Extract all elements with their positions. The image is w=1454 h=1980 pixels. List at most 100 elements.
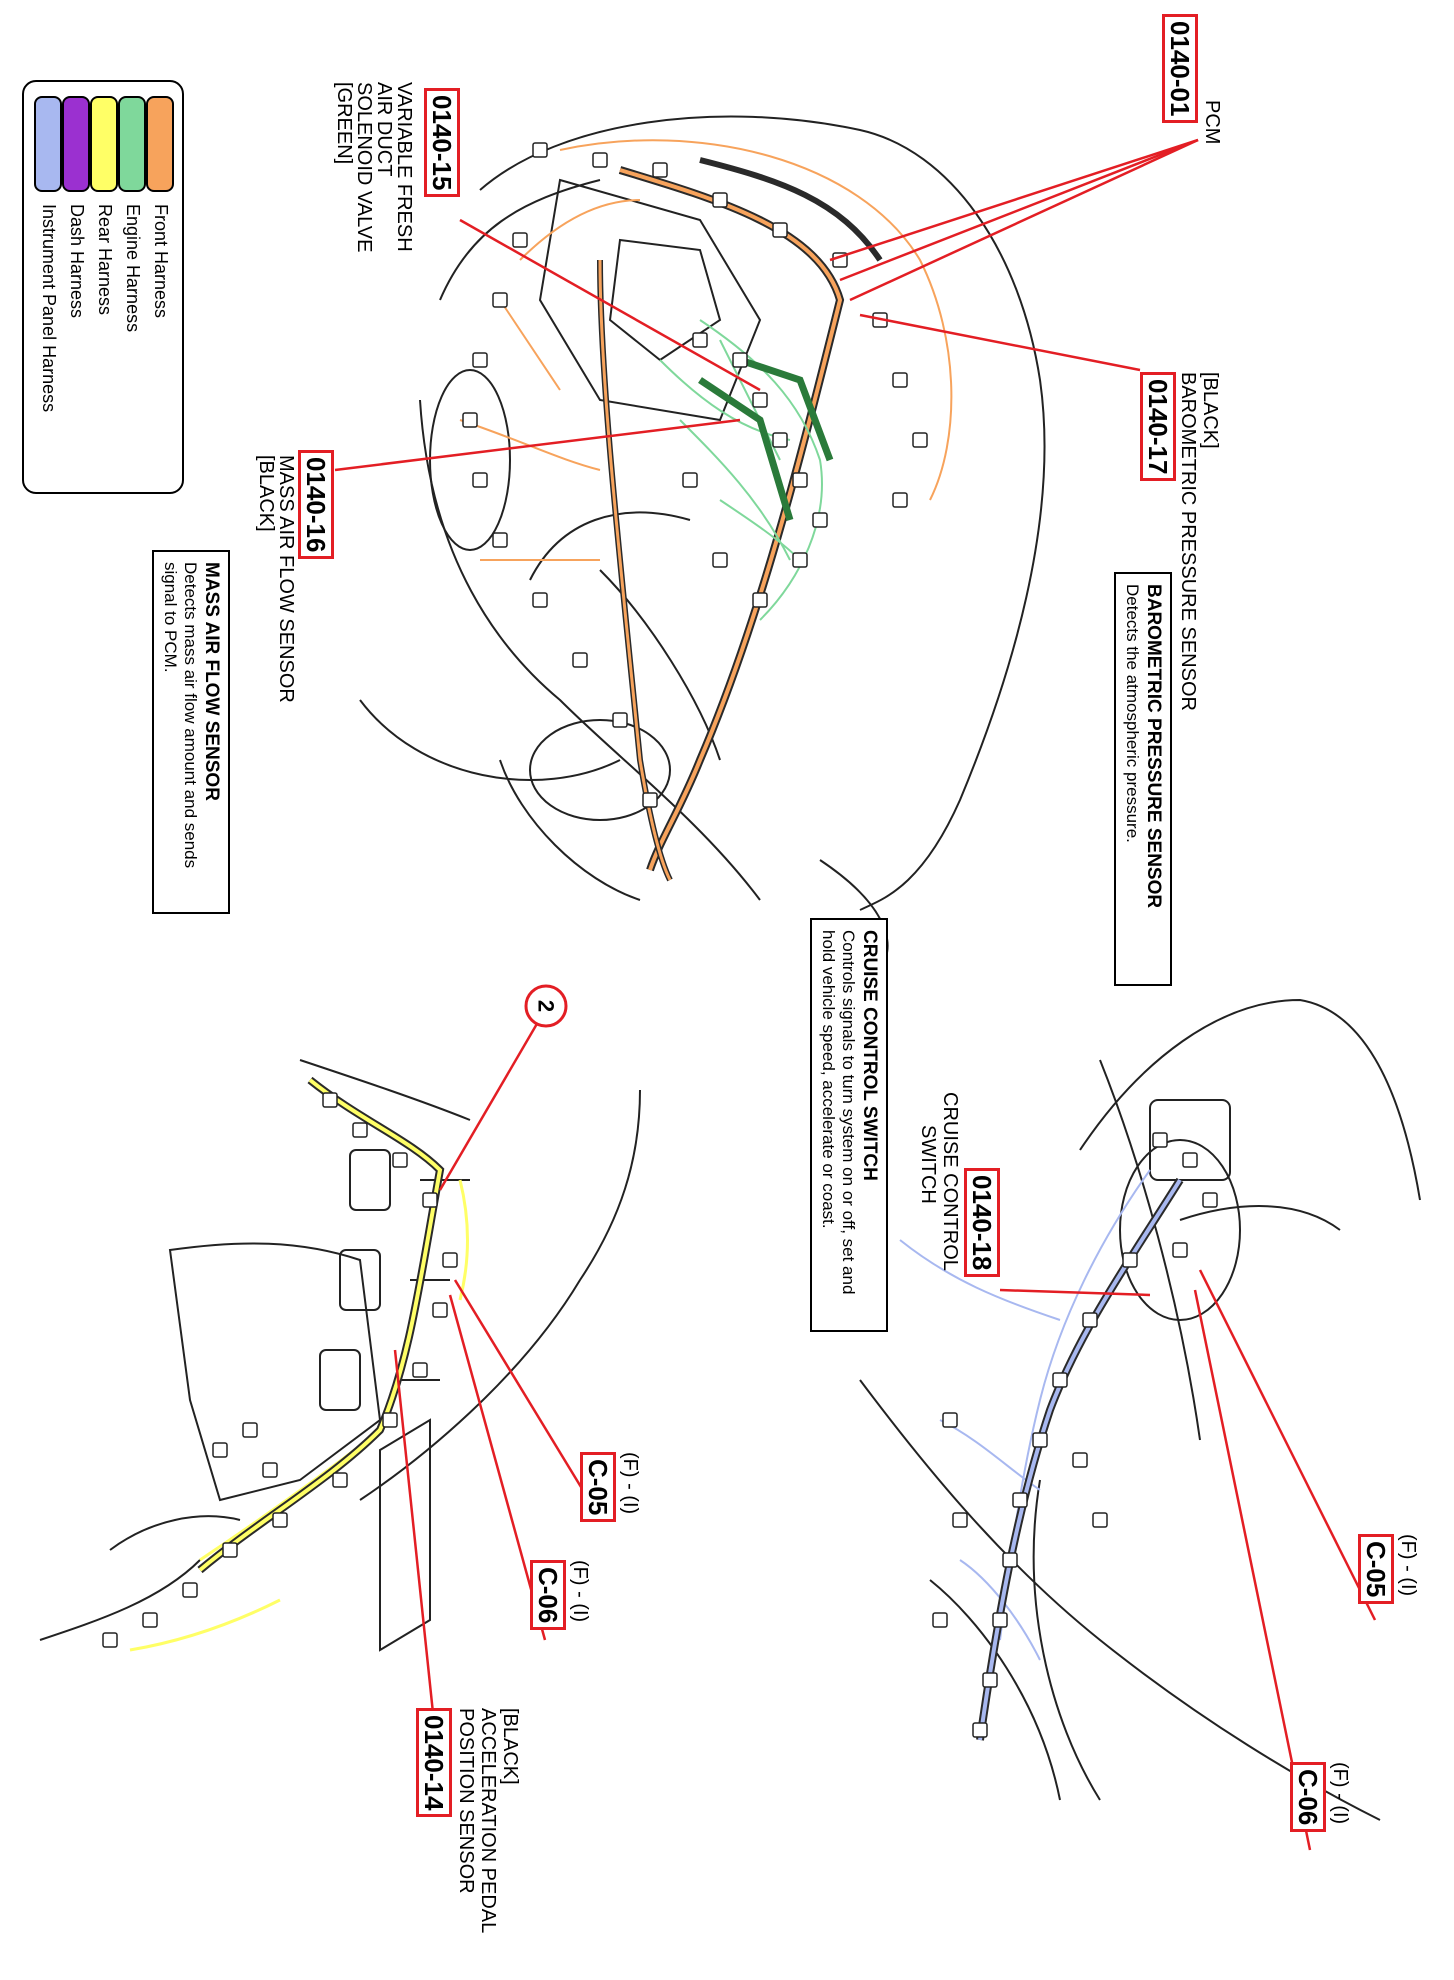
connector-marker — [1012, 1492, 1028, 1508]
connector-marker — [732, 352, 748, 368]
connector-marker — [642, 792, 658, 808]
c05-left-tag: (F) - (I) — [619, 1452, 641, 1515]
connector-markers — [102, 142, 1218, 1738]
maf-info-box: MASS AIR FLOW SENSOR Detects mass air fl… — [152, 550, 230, 914]
cruise-info-box: CRUISE CONTROL SWITCH Controls signals t… — [810, 918, 888, 1332]
connector-marker — [352, 1122, 368, 1138]
vfad-label-line2: AIR DUCT — [373, 82, 395, 177]
baro-info-box: BAROMETRIC PRESSURE SENSOR Detects the a… — [1114, 572, 1172, 986]
connector-marker — [472, 352, 488, 368]
connector-marker — [772, 432, 788, 448]
connector-marker — [472, 472, 488, 488]
pcm-label: PCM — [1201, 100, 1223, 145]
connector-marker — [512, 232, 528, 248]
c05-left-code: C-05 — [580, 1452, 616, 1523]
connector-marker — [712, 552, 728, 568]
front-harness-trunk — [597, 157, 883, 882]
connector-marker — [912, 432, 928, 448]
connector-marker — [972, 1722, 988, 1738]
app-label-line2: ACCELERATION PEDAL — [477, 1708, 499, 1934]
c06-left-code: C-06 — [530, 1560, 566, 1631]
connector-marker — [102, 1632, 118, 1648]
connector-marker — [1072, 1452, 1088, 1468]
legend-label-ip: Instrument Panel Harness — [39, 204, 59, 413]
baro-info-body: Detects the atmospheric pressure. — [1123, 584, 1142, 843]
front-harness — [459, 139, 953, 561]
connector-marker — [792, 552, 808, 568]
maf-label-line1: MASS AIR FLOW SENSOR — [275, 455, 297, 703]
connector-marker — [422, 1192, 438, 1208]
baro-code-0140-17: 0140-17 — [1140, 372, 1176, 482]
connector-marker — [442, 1252, 458, 1268]
legend-swatch-engine — [118, 96, 146, 192]
connector-marker — [1032, 1432, 1048, 1448]
connector-marker — [1082, 1312, 1098, 1328]
connector-marker — [712, 192, 728, 208]
connector-marker — [182, 1582, 198, 1598]
connector-marker — [652, 162, 668, 178]
vfad-label-line1: VARIABLE FRESH — [393, 82, 415, 252]
harness-legend: Front Harness Engine Harness Rear Harnes… — [22, 80, 184, 494]
connector-marker — [532, 592, 548, 608]
connector-marker — [412, 1362, 428, 1378]
app-label-line3: POSITION SENSOR — [455, 1708, 477, 1894]
connector-marker — [142, 1612, 158, 1628]
maf-code-0140-16: 0140-16 — [298, 450, 334, 560]
connector-marker — [392, 1152, 408, 1168]
connector-marker — [222, 1542, 238, 1558]
legend-label-engine: Engine Harness — [123, 204, 143, 333]
connector-marker — [892, 372, 908, 388]
legend-label-dash: Dash Harness — [67, 204, 87, 319]
connector-marker — [792, 472, 808, 488]
connector-marker — [1002, 1552, 1018, 1568]
legend-swatch-ip — [34, 96, 62, 192]
engine-harness-trunk — [698, 356, 834, 522]
connector-marker — [242, 1422, 258, 1438]
connector-marker — [1172, 1242, 1188, 1258]
connector-marker — [1052, 1372, 1068, 1388]
legend-swatch-dash — [62, 96, 90, 192]
connector-marker — [1122, 1252, 1138, 1268]
connector-marker — [322, 1092, 338, 1108]
maf-label-line2: [BLACK] — [255, 455, 277, 532]
maf-info-title: MASS AIR FLOW SENSOR — [201, 562, 222, 801]
connector-marker — [492, 292, 508, 308]
connector-marker — [1152, 1132, 1168, 1148]
connector-marker — [332, 1472, 348, 1488]
legend-label-rear: Rear Harness — [95, 204, 115, 316]
connector-marker — [812, 512, 828, 528]
connector-marker — [572, 652, 588, 668]
reference-circle-2: 2 — [524, 984, 568, 1028]
connector-marker — [772, 222, 788, 238]
connector-marker — [692, 332, 708, 348]
baro-name-label: BAROMETRIC PRESSURE SENSOR — [1177, 372, 1199, 711]
connector-marker — [592, 152, 608, 168]
vfad-code-0140-15: 0140-15 — [424, 88, 460, 198]
baro-color-label: [BLACK] — [1199, 372, 1221, 449]
legend-swatch-front — [146, 96, 174, 192]
baro-info-title: BAROMETRIC PRESSURE SENSOR — [1143, 584, 1164, 909]
connector-marker — [212, 1442, 228, 1458]
vfad-label-line3: SOLENOID VALVE — [353, 82, 375, 253]
connector-marker — [462, 412, 478, 428]
connector-marker — [382, 1412, 398, 1428]
connector-marker — [1182, 1152, 1198, 1168]
pcm-code-0140-01: 0140-01 — [1162, 14, 1198, 124]
connector-marker — [682, 472, 698, 488]
cruise-info-body: Controls signals to turn system on or of… — [819, 930, 858, 1295]
pedal-area-outline — [39, 1059, 641, 1652]
cruise-info-title: CRUISE CONTROL SWITCH — [859, 930, 880, 1181]
connector-marker — [992, 1612, 1008, 1628]
connector-marker — [932, 1612, 948, 1628]
cruise-label-line2: SWITCH — [917, 1125, 939, 1204]
cruise-label-line1: CRUISE CONTROL — [939, 1092, 961, 1271]
circle-2-text: 2 — [534, 1000, 559, 1012]
c06-right-tag: (F) - (I) — [1329, 1762, 1351, 1825]
connector-marker — [752, 392, 768, 408]
c06-left-tag: (F) - (I) — [569, 1560, 591, 1623]
c05-right-code: C-05 — [1358, 1534, 1394, 1605]
c05-right-tag: (F) - (I) — [1397, 1534, 1419, 1597]
maf-info-body: Detects mass air flow amount and sends s… — [161, 562, 200, 869]
